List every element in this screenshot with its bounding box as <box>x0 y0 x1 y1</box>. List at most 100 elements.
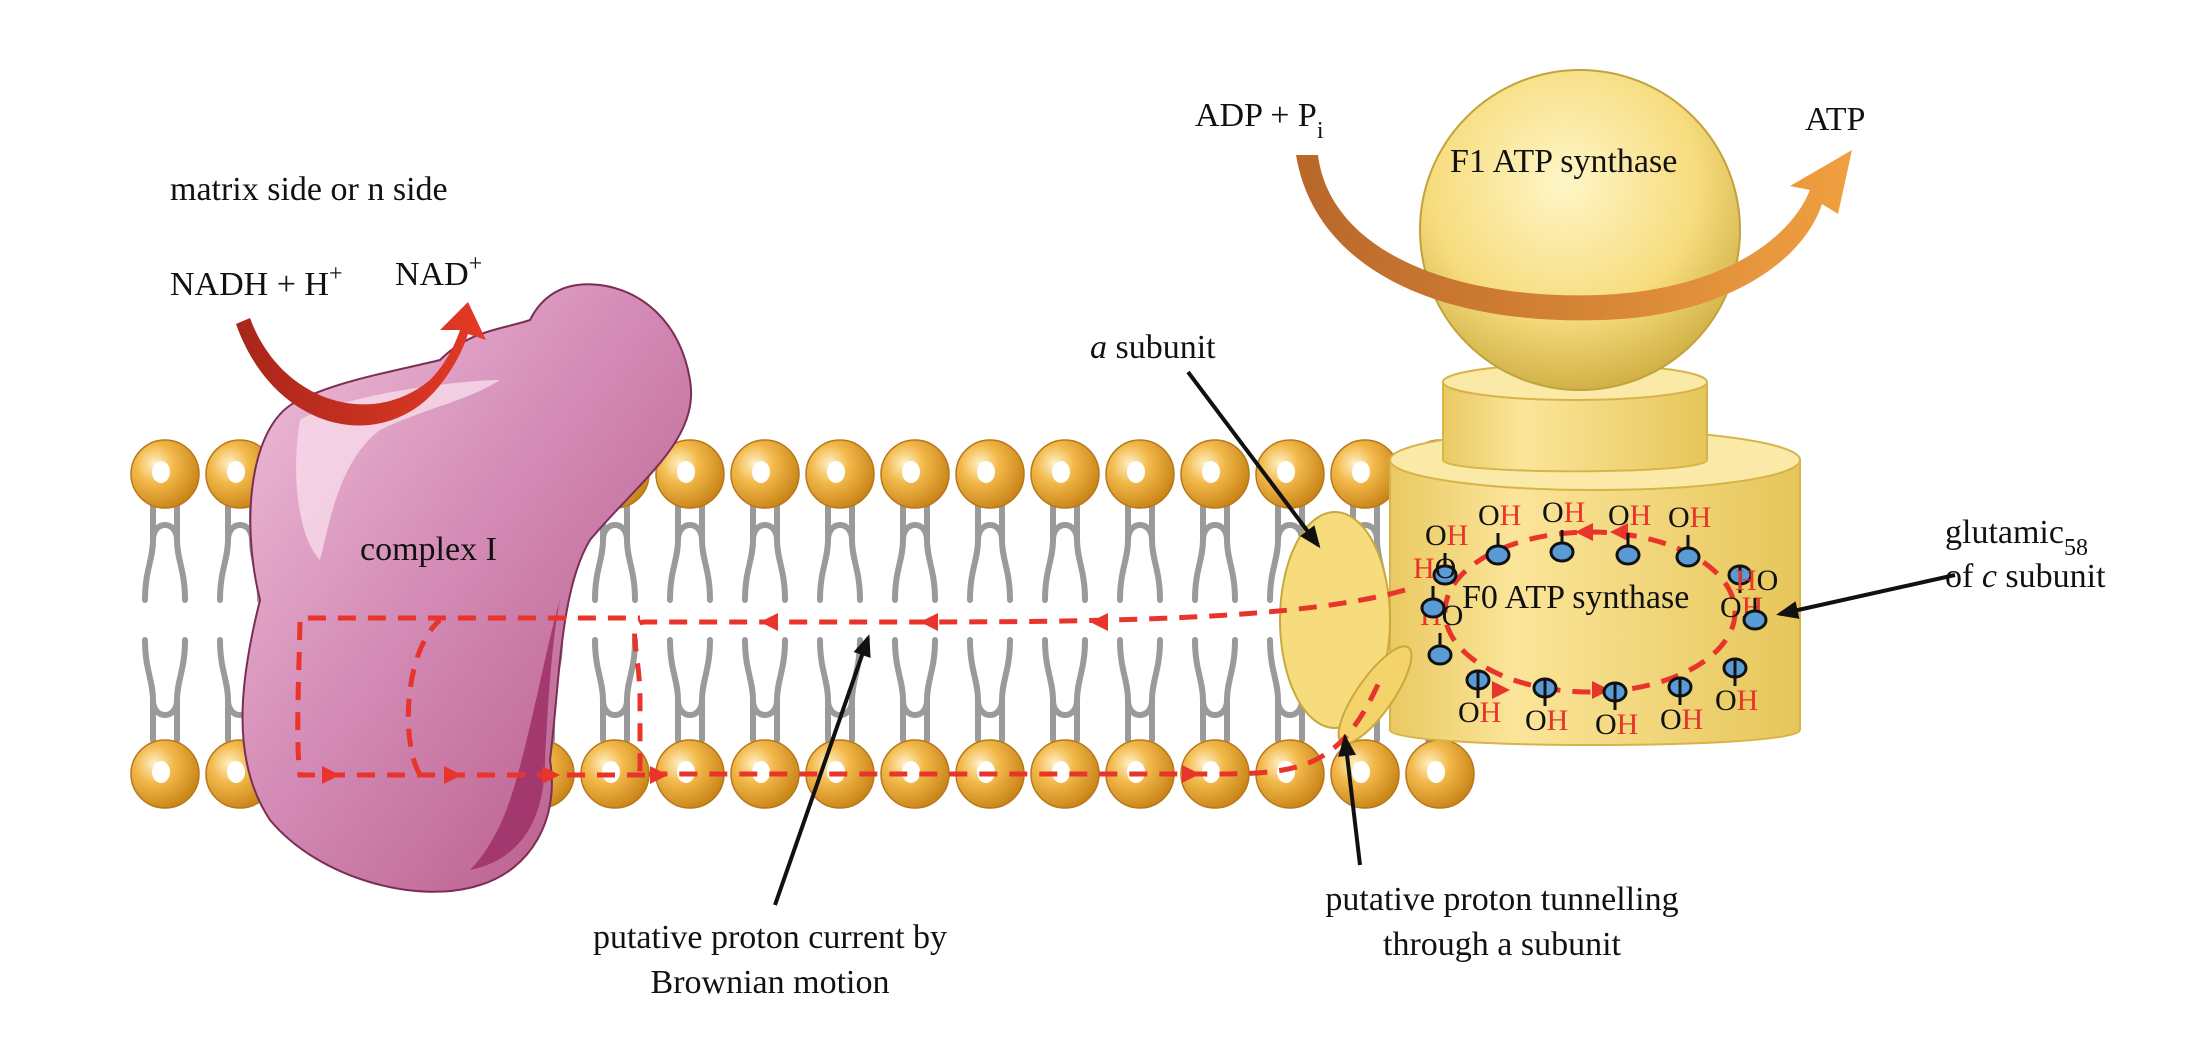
glutamic-residue: OH <box>1542 496 1585 563</box>
lipid-tail-bottom <box>1042 637 1088 743</box>
proton-arrowhead <box>322 766 340 784</box>
glutamic-residue: OH <box>1595 681 1638 741</box>
glutamic-residue: OH <box>1608 499 1651 566</box>
lipid-head-highlight <box>1352 461 1370 483</box>
nad-label: NAD+ <box>395 251 482 293</box>
lipid-head-highlight <box>227 761 245 783</box>
lipid-tail-top <box>742 497 788 603</box>
proton-arrowhead <box>920 613 938 631</box>
oh-group: OH <box>1542 496 1585 529</box>
oh-group: OH <box>1595 708 1638 741</box>
lipid-tail-bottom <box>892 637 938 743</box>
nadh-to-nad-arrow-icon <box>236 302 486 426</box>
proton-arrowhead <box>1492 681 1510 699</box>
lipid-head-highlight <box>752 761 770 783</box>
lipid-tail-bottom <box>1192 637 1238 743</box>
glutamic-residue: OH <box>1715 657 1758 717</box>
proton-arrowhead <box>650 766 668 784</box>
lipid-tail-bottom <box>667 637 713 743</box>
adp-label: ADP + Pi <box>1195 97 1324 144</box>
nadh-label: NADH + H+ <box>170 261 343 303</box>
proton-arrowhead <box>542 766 560 784</box>
lipid-head-highlight <box>1202 461 1220 483</box>
glutamic-residue: HO <box>1735 564 1778 631</box>
lipid-tail-top <box>967 497 1013 603</box>
brownian-label-line2: Brownian motion <box>651 964 890 1001</box>
lipid-tail-top <box>817 497 863 603</box>
oh-group: HO <box>1735 564 1778 597</box>
lipid-head-highlight <box>1127 461 1145 483</box>
adp-to-atp-arrow-icon <box>1296 150 1852 321</box>
glutamic-label: glutamic58 <box>1945 514 2088 561</box>
lipid-head-highlight <box>677 461 695 483</box>
lipid-tail-top <box>892 497 938 603</box>
f1-label: F1 ATP synthase <box>1450 143 1677 180</box>
atp-label: ATP <box>1805 101 1865 138</box>
complex-i-label: complex I <box>360 531 497 568</box>
oh-group: OH <box>1715 684 1758 717</box>
lipid-head-highlight <box>152 761 170 783</box>
lipid-tail-top <box>667 497 713 603</box>
lipid-head-highlight <box>977 461 995 483</box>
proton-arrowhead <box>1182 765 1200 783</box>
oh-group: HO <box>1413 552 1456 585</box>
brownian-label-line1: putative proton current by <box>593 919 947 956</box>
oh-group: OH <box>1660 703 1703 736</box>
lipid-head-highlight <box>227 461 245 483</box>
lipid-tail-top <box>142 497 188 603</box>
lipid-tail-top <box>1192 497 1238 603</box>
lipid-head-highlight <box>1202 761 1220 783</box>
lipid-head-highlight <box>1352 761 1370 783</box>
lipid-head-highlight <box>752 461 770 483</box>
oh-group: OH <box>1478 499 1521 532</box>
lipid-tail-bottom <box>742 637 788 743</box>
oh-group: OH <box>1668 501 1711 534</box>
proton-arrowhead <box>1610 523 1628 541</box>
lipid-head-highlight <box>827 461 845 483</box>
lipid-tail-bottom <box>967 637 1013 743</box>
oh-group: OH <box>1425 519 1468 552</box>
a-subunit-label: a subunit <box>1090 329 1216 366</box>
proton-arrowhead <box>1575 523 1593 541</box>
glutamic-residue: OH <box>1668 501 1711 568</box>
lipid-tail-bottom <box>1117 637 1163 743</box>
matrix-side-label: matrix side or n side <box>170 171 448 208</box>
glutamic-residue: OH <box>1425 519 1468 586</box>
lipid-tail-top <box>1042 497 1088 603</box>
lipid-head-highlight <box>1427 761 1445 783</box>
f0-label: F0 ATP synthase <box>1462 579 1689 616</box>
complex-i <box>241 283 693 893</box>
glutamic-residue: OH <box>1660 676 1703 736</box>
tunnel-label-line2: through a subunit <box>1383 926 1622 963</box>
lipid-head-highlight <box>1052 461 1070 483</box>
lipid-tail-bottom <box>592 637 638 743</box>
proton-arrowhead <box>1090 613 1108 631</box>
glutamic-residues: OHOHOHOHOHOHHOOHOHOHOHOHHOHO <box>1413 496 1778 741</box>
lipid-head-highlight <box>602 761 620 783</box>
glutamic-residue: HO <box>1413 552 1456 619</box>
of-c-subunit-label: of c subunit <box>1945 558 2106 595</box>
lipid-head-highlight <box>1052 761 1070 783</box>
glutamic-residue: HO <box>1420 599 1463 666</box>
glutamic-residue: OH <box>1458 669 1501 729</box>
tunnel-label-line1: putative proton tunnelling <box>1325 881 1678 918</box>
lipid-tail-bottom <box>142 637 188 743</box>
proton-arrowhead <box>1592 681 1610 699</box>
proton-arrowhead <box>760 613 778 631</box>
lipid-head-highlight <box>152 461 170 483</box>
lipid-head-highlight <box>902 761 920 783</box>
proton-direction-markers <box>322 523 1628 784</box>
glutamic-residue: OH <box>1525 677 1568 737</box>
lipid-head-highlight <box>1277 461 1295 483</box>
oh-group: OH <box>1525 704 1568 737</box>
callout-lines <box>773 370 1956 906</box>
lipid-head-highlight <box>902 461 920 483</box>
glutamic-residue: OH <box>1478 499 1521 566</box>
oh-group: OH <box>1458 696 1501 729</box>
oh-group: OH <box>1608 499 1651 532</box>
proton-arrowhead <box>444 766 462 784</box>
lipid-tail-bottom <box>817 637 863 743</box>
lipid-tail-top <box>1117 497 1163 603</box>
